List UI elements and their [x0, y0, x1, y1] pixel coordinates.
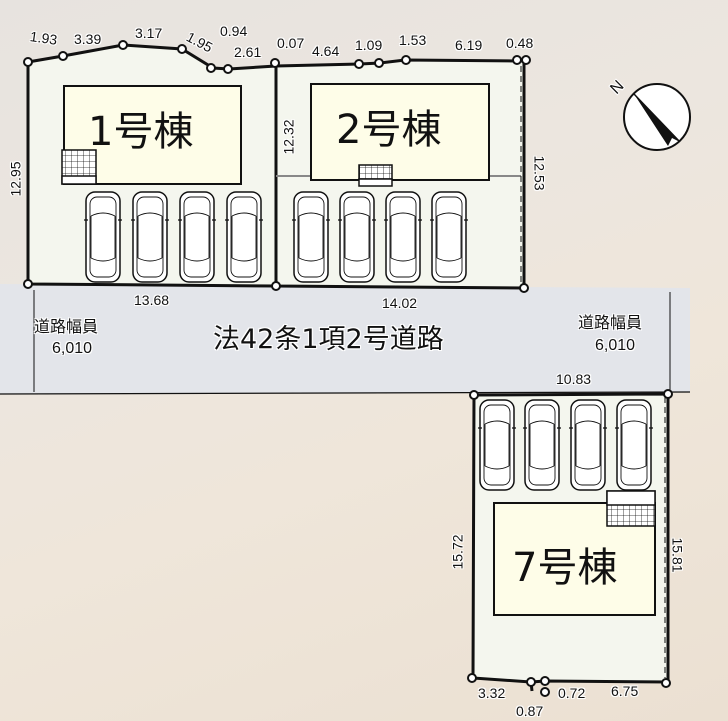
dim-lot1-top-2: 3.17: [135, 25, 163, 41]
dim-lot1-left: 12.95: [7, 161, 24, 197]
dim-lot7-bottom-2: 0.72: [558, 685, 586, 701]
dim-lot7-right: 15.81: [669, 537, 686, 573]
dim-lot1-top-0: 1.93: [29, 28, 59, 48]
road-title: 法42条1項2号道路: [213, 324, 444, 355]
dim-lot2-top-2: 1.09: [355, 37, 383, 53]
dim-lot1-top-4: 0.94: [220, 23, 248, 39]
road-width-label-left: 道路幅員: [34, 319, 99, 336]
dim-lot1-top-1: 3.39: [74, 31, 102, 47]
building-1-label: 1号棟: [88, 109, 194, 155]
dim-lot7-bottom-0: 3.32: [478, 685, 506, 701]
building-7-label: 7号棟: [512, 545, 618, 591]
dim-lot2-top-3: 1.53: [399, 32, 427, 48]
building-2-label: 2号棟: [336, 107, 442, 153]
dim-lot7-left: 15.72: [449, 534, 466, 570]
dim-lot2-bottom: 14.02: [382, 295, 418, 311]
dim-lot7-bottom-1: 0.87: [516, 703, 544, 719]
dim-lot7-top: 10.83: [556, 371, 592, 387]
dim-lot2-top-1: 4.64: [312, 43, 340, 59]
road-width-value-left: 6,010: [52, 340, 93, 357]
road-area: [0, 284, 690, 394]
dim-lot2-left: 12.32: [280, 119, 297, 155]
dim-lot1-top-5: 2.61: [234, 44, 262, 60]
dim-lot2-top-0: 0.07: [277, 35, 305, 51]
road-width-label-right: 道路幅員: [578, 315, 643, 332]
dim-lot7-bottom-3: 6.75: [611, 683, 639, 699]
dim-lot2-top-5: 0.48: [506, 35, 534, 51]
road-width-value-right: 6,010: [595, 337, 636, 354]
building-2: [310, 83, 490, 181]
north-arrow-icon: [623, 83, 691, 151]
dim-lot2-right: 12.53: [531, 155, 548, 191]
dim-lot2-top-4: 6.19: [455, 37, 483, 53]
dim-lot1-bottom: 13.68: [134, 292, 170, 308]
